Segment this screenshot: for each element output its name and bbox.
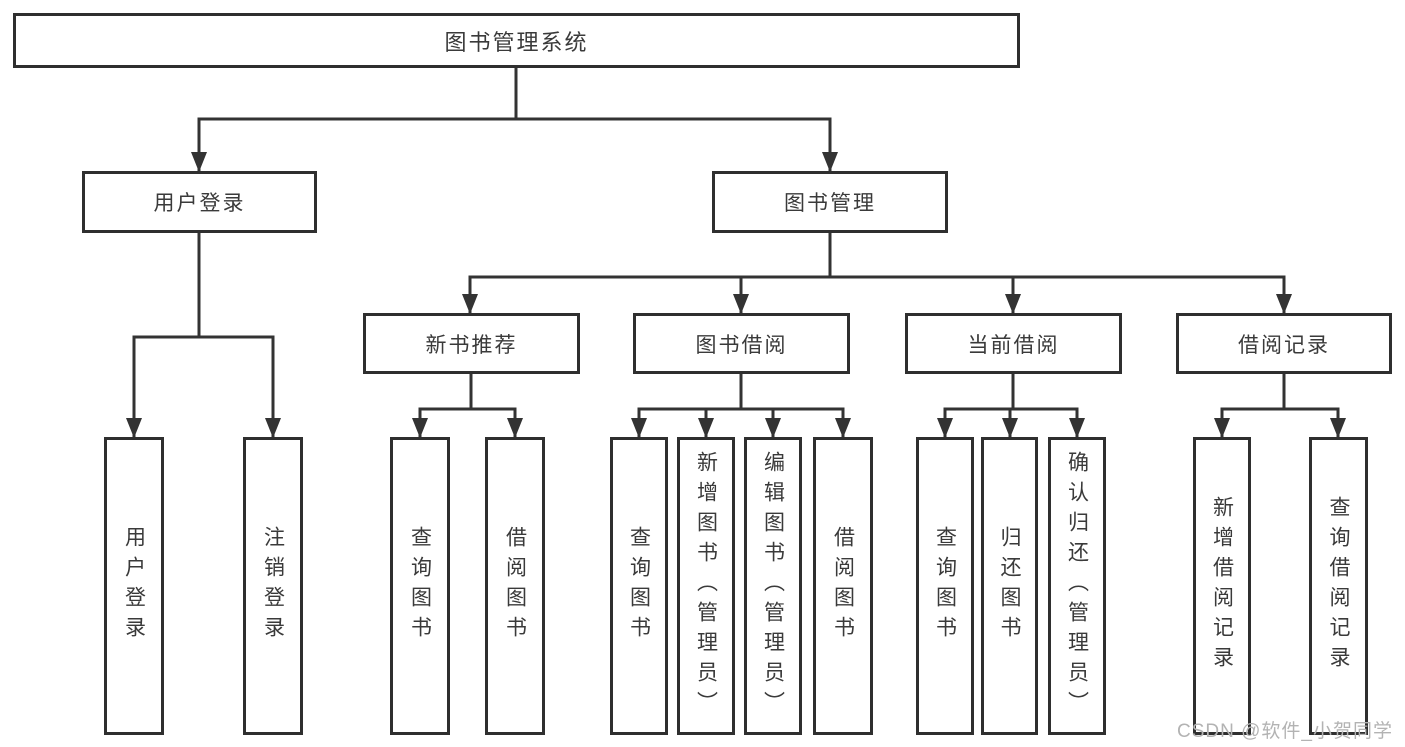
leaf-add-books-admin: 新增图书（管理员） [677, 437, 735, 735]
leaf-user-login: 用户登录 [104, 437, 164, 735]
leaf-add-borrow-record: 新增借阅记录 [1193, 437, 1251, 735]
leaf-confirm-return-admin: 确认归还（管理员） [1048, 437, 1106, 735]
node-current-borrowing: 当前借阅 [905, 313, 1122, 374]
leaf-query-books-rec: 查询图书 [390, 437, 450, 735]
leaf-borrow-books: 借阅图书 [813, 437, 873, 735]
leaf-return-books: 归还图书 [981, 437, 1038, 735]
csdn-watermark: CSDN @软件_小贺同学 [1177, 721, 1393, 742]
node-borrowing-records: 借阅记录 [1176, 313, 1392, 374]
node-new-book-recommendation: 新书推荐 [363, 313, 580, 374]
leaf-borrow-books-rec: 借阅图书 [485, 437, 545, 735]
leaf-edit-books-admin: 编辑图书（管理员） [744, 437, 802, 735]
leaf-query-borrow-record: 查询借阅记录 [1309, 437, 1368, 735]
leaf-query-books-borrow: 查询图书 [610, 437, 668, 735]
node-library-management-system: 图书管理系统 [13, 13, 1020, 68]
node-book-borrowing: 图书借阅 [633, 313, 850, 374]
node-book-management-group: 图书管理 [712, 171, 948, 233]
node-user-login-group: 用户登录 [82, 171, 317, 233]
leaf-logout: 注销登录 [243, 437, 303, 735]
leaf-query-books-current: 查询图书 [916, 437, 974, 735]
